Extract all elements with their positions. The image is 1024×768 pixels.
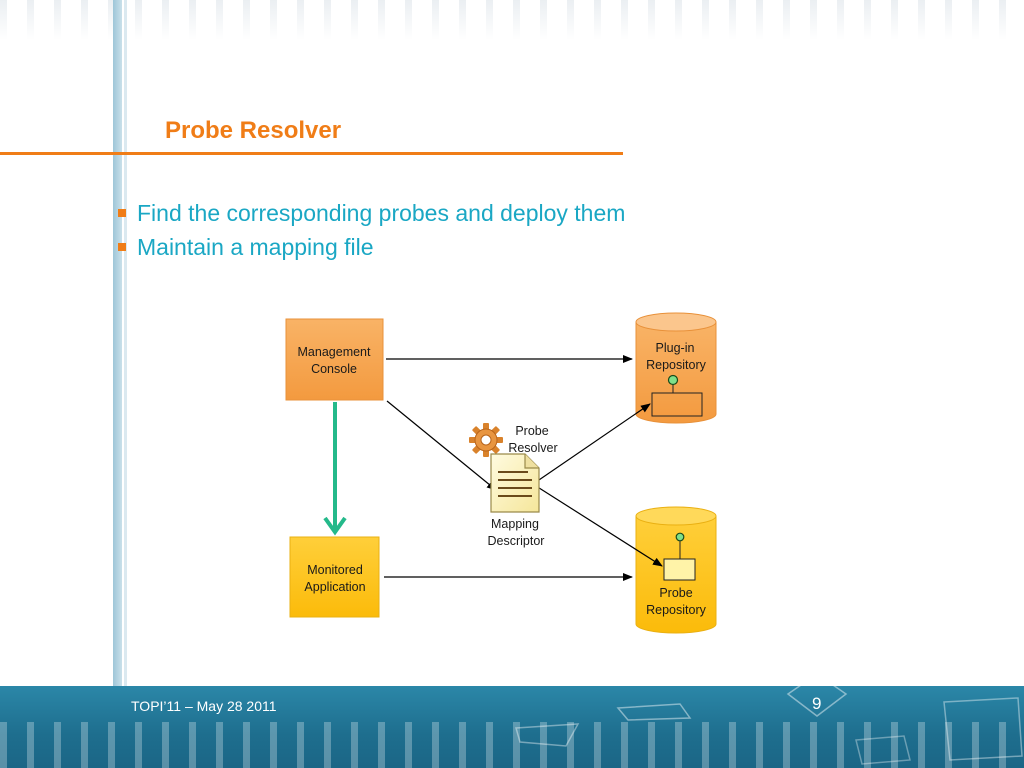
footer-text: TOPI’11 – May 28 2011 xyxy=(131,698,277,714)
bullet-list: Find the corresponding probes and deploy… xyxy=(118,196,625,264)
probe-repository-label-line1: Probe xyxy=(659,586,692,600)
footer-decoration xyxy=(515,686,1023,765)
bullet-marker-icon xyxy=(118,209,126,217)
probe-resolver-label-line2: Resolver xyxy=(508,441,557,455)
document-icon xyxy=(490,453,540,513)
vertical-accent-line xyxy=(124,0,127,686)
plugin-repository-label-line1: Plug-in xyxy=(656,341,695,355)
monitored-application-node: Monitored Application xyxy=(289,536,380,618)
plugin-component xyxy=(651,392,703,417)
title-underline xyxy=(0,152,623,155)
mapping-descriptor-label-line2: Descriptor xyxy=(488,534,545,548)
arrow-resolver-to-plugin-repository xyxy=(535,403,651,483)
bullet-marker-icon xyxy=(118,243,126,251)
management-console-label-line1: Management xyxy=(298,345,371,359)
monitored-application-label-line1: Monitored xyxy=(307,563,363,577)
plugin-interface-icon xyxy=(667,374,679,386)
bullet-text: Find the corresponding probes and deploy… xyxy=(137,200,626,226)
probe-interface-icon xyxy=(675,532,685,542)
bullet-text: Maintain a mapping file xyxy=(137,234,374,260)
gear-icon xyxy=(469,423,503,457)
vertical-accent-bar xyxy=(113,0,122,686)
architecture-diagram: Management Console Monitored Application… xyxy=(285,312,717,634)
probe-repository-label-line2: Repository xyxy=(646,603,706,617)
bullet-item: Find the corresponding probes and deploy… xyxy=(118,196,625,230)
top-fade-decoration xyxy=(0,0,1024,40)
page-number: 9 xyxy=(812,694,822,713)
footer-bar: TOPI’11 – May 28 2011 9 xyxy=(0,686,1024,768)
plugin-repository-node: Plug-in Repository xyxy=(635,312,717,424)
probe-repository-node: Probe Repository xyxy=(635,506,717,634)
bullet-item: Maintain a mapping file xyxy=(118,230,625,264)
footer-stripe-decoration xyxy=(0,722,1024,768)
plugin-repository-label-line2: Repository xyxy=(646,358,706,372)
monitored-application-label-line2: Application xyxy=(304,580,365,594)
arrow-console-to-resolver xyxy=(386,400,497,491)
arrow-resolver-to-probe-repository xyxy=(535,485,663,567)
green-down-arrow xyxy=(323,402,347,536)
mapping-descriptor-label-line1: Mapping xyxy=(491,517,539,531)
slide-title: Probe Resolver xyxy=(165,117,342,144)
probe-component xyxy=(663,558,696,581)
probe-resolver-label-line1: Probe xyxy=(515,424,548,438)
management-console-node: Management Console xyxy=(285,318,384,401)
management-console-label-line2: Console xyxy=(311,362,357,376)
